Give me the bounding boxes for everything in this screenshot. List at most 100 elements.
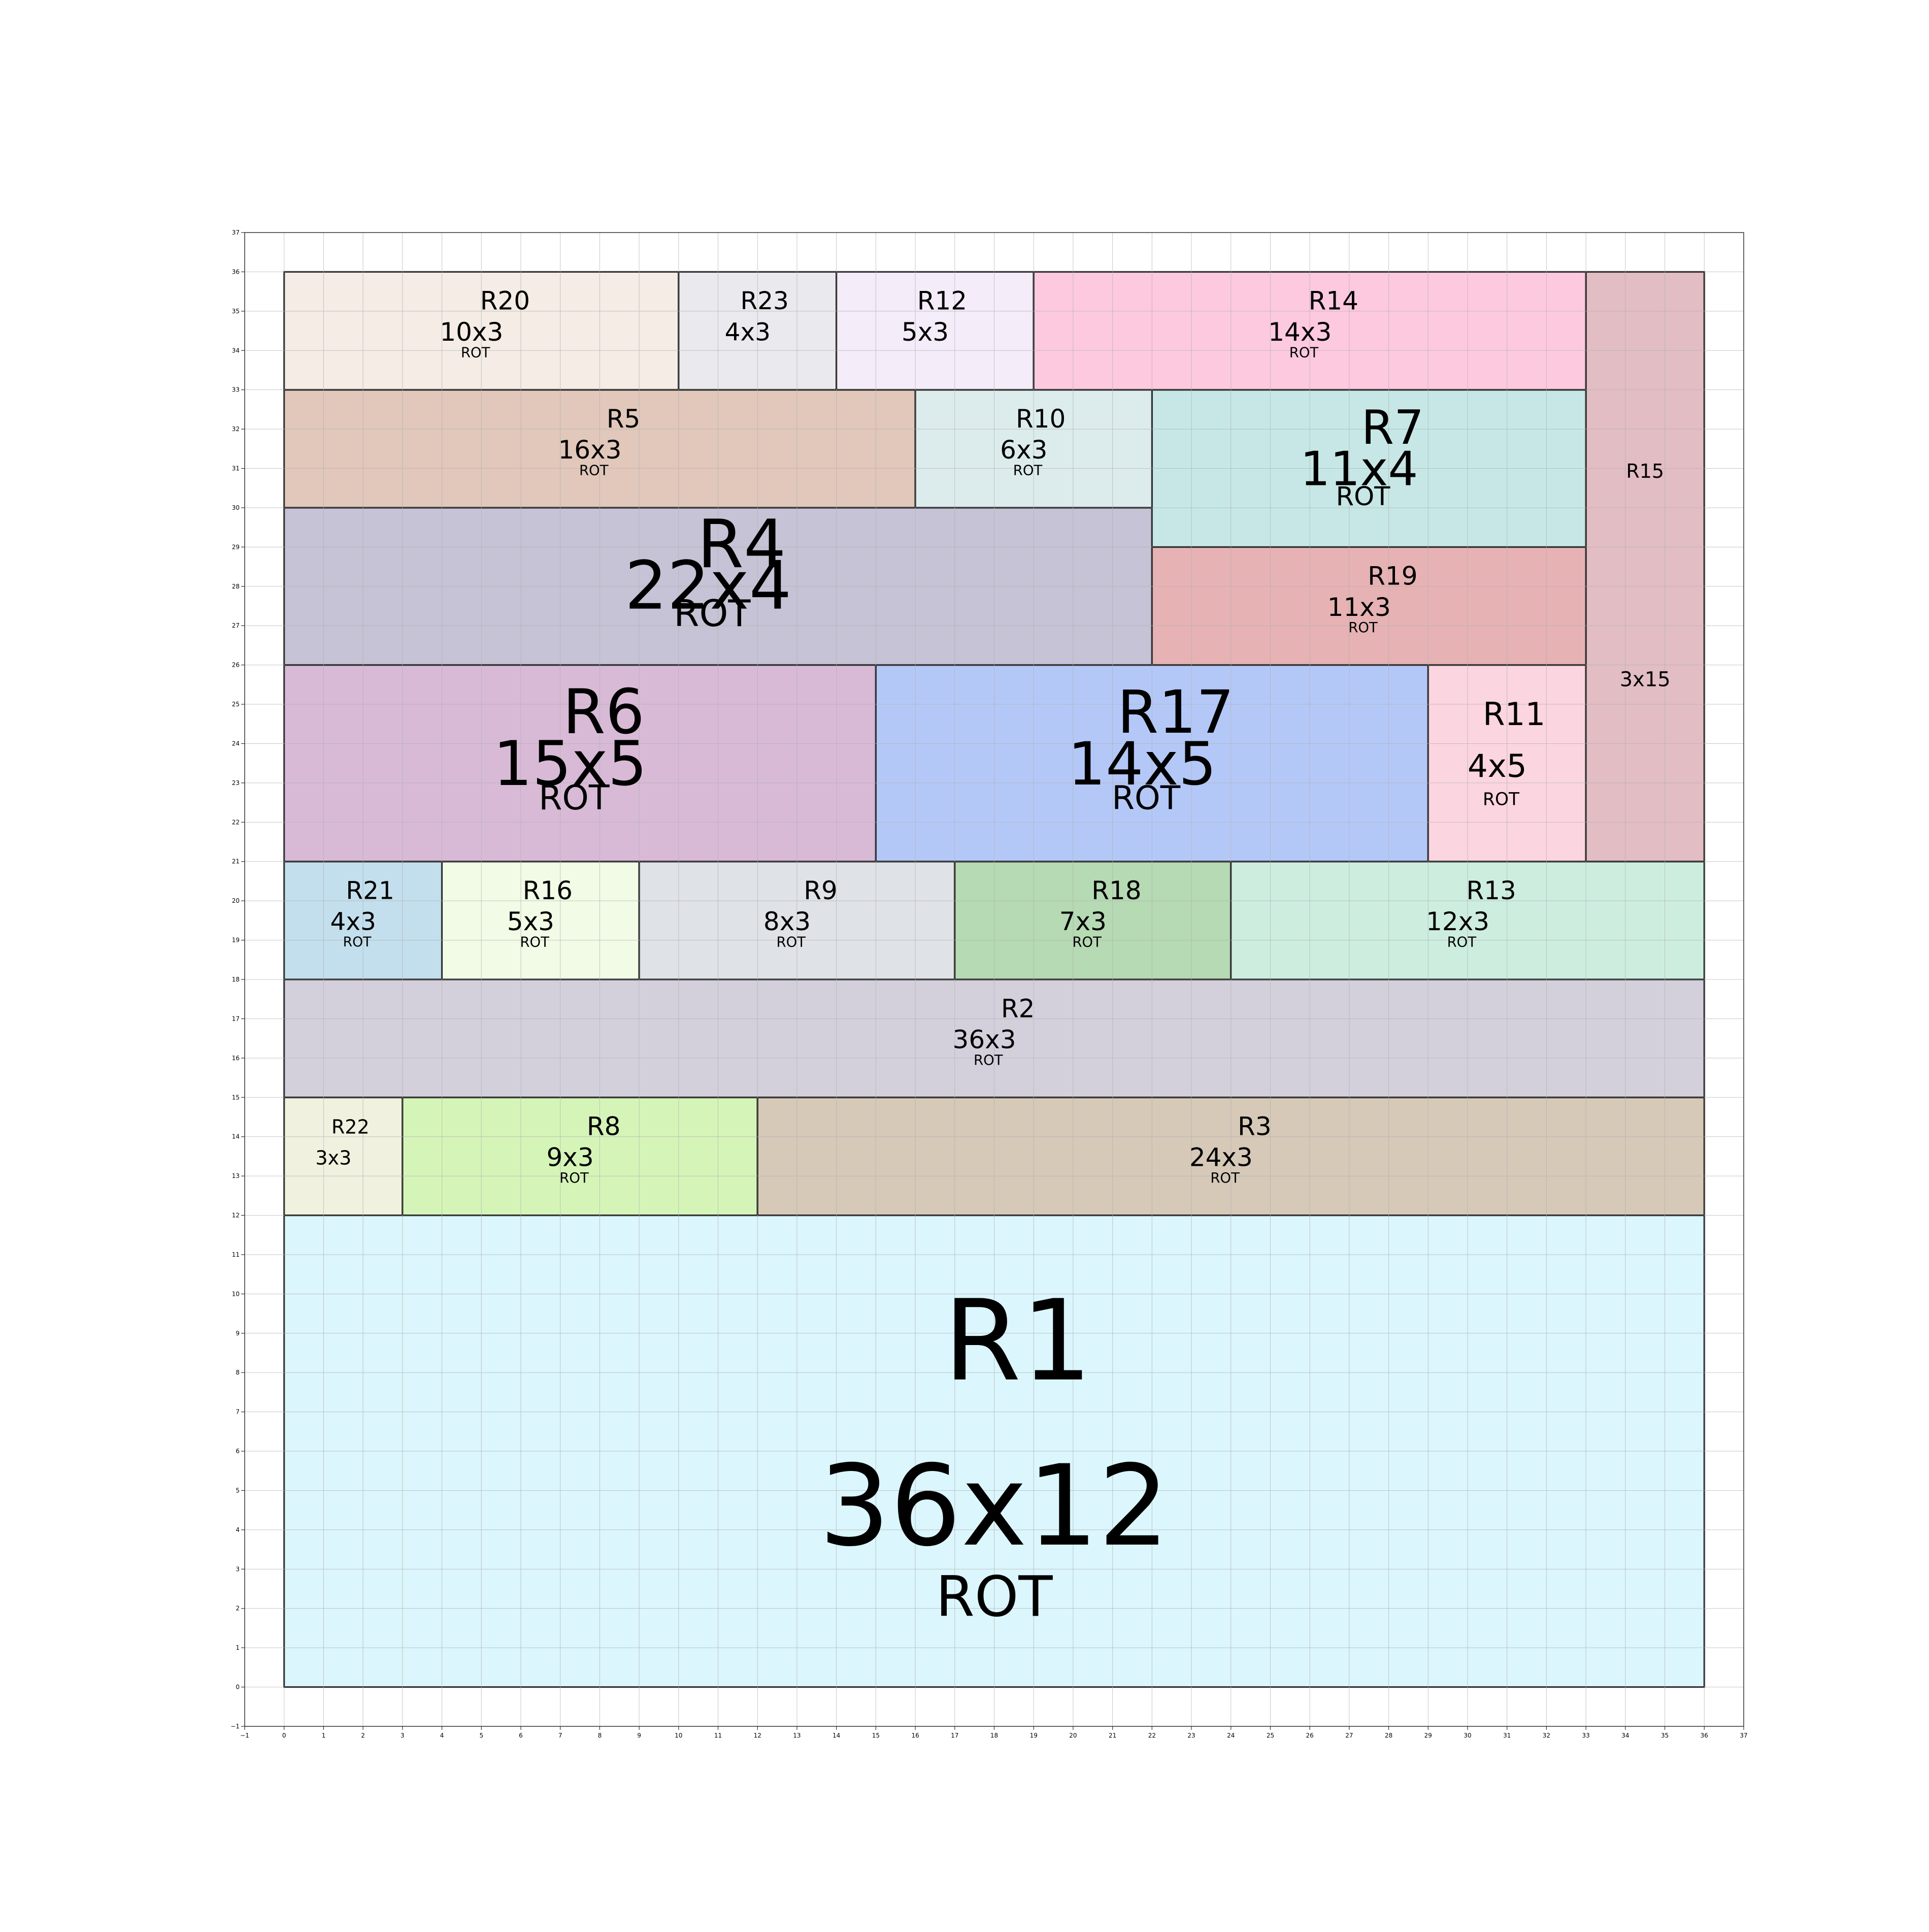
rect-r19 (1151, 546, 1587, 666)
y-tick-label: 3 (236, 1565, 240, 1573)
x-tick-label: 27 (1345, 1732, 1353, 1739)
x-tick-label: 29 (1424, 1732, 1432, 1739)
rect-r3-rot-label: ROT (1210, 1170, 1240, 1186)
x-tick-label: 2 (361, 1732, 365, 1739)
rect-r21-rot-label: ROT (343, 934, 372, 950)
labels-layer: R136x12ROTR223x3R89x3ROTR324x3ROTR236x3R… (315, 286, 1670, 1629)
rect-r4-id-label: R4 (697, 505, 786, 583)
rect-r7-id-label: R7 (1361, 400, 1424, 455)
rect-r2-rot-label: ROT (974, 1052, 1003, 1068)
rect-r21-size-label: 4x3 (330, 908, 376, 936)
rect-r8-size-label: 9x3 (547, 1143, 594, 1172)
y-tick-label: 4 (236, 1526, 240, 1533)
x-tick-label: 16 (911, 1732, 919, 1739)
rect-r6-size-label: 15x5 (493, 728, 647, 800)
rect-r15 (1585, 271, 1705, 863)
rect-r19-id-label: R19 (1368, 562, 1417, 591)
y-tick-label: 25 (232, 701, 240, 708)
rect-r23-id-label: R23 (741, 287, 789, 315)
rect-r20-rot-label: ROT (461, 344, 490, 361)
rect-r10-id-label: R10 (1016, 404, 1066, 434)
y-tick-label: 14 (232, 1133, 240, 1140)
rect-r23-size-label: 4x3 (725, 318, 771, 346)
rect-r17-size-label: 14x5 (1068, 729, 1216, 799)
rect-r9-size-label: 8x3 (763, 907, 811, 936)
y-tick-label: 13 (232, 1172, 240, 1180)
rect-r10-size-label: 6x3 (1000, 435, 1047, 465)
x-tick-label: 1 (322, 1732, 326, 1739)
rect-r13-size-label: 12x3 (1426, 907, 1489, 936)
y-tick-label: 17 (232, 1015, 240, 1022)
y-tick-label: 15 (232, 1094, 240, 1101)
rect-r20-size-label: 10x3 (440, 317, 503, 347)
rect-r1-id-label: R1 (944, 1276, 1092, 1406)
x-tick-label: 15 (872, 1732, 880, 1739)
y-tick-label: 24 (232, 740, 240, 747)
x-tick-label: 21 (1109, 1732, 1116, 1739)
rect-r17-id-label: R17 (1117, 677, 1234, 747)
y-tick-label: 18 (232, 976, 240, 983)
y-tick-label: 22 (232, 818, 240, 826)
rect-r19-size-label: 11x3 (1327, 593, 1391, 622)
y-tick-label: 7 (236, 1409, 240, 1416)
rect-r7-size-label: 11x4 (1300, 442, 1418, 497)
rect-r8 (402, 1096, 758, 1217)
rect-r12-size-label: 5x3 (902, 317, 949, 347)
rect-r15-id-label: R15 (1626, 460, 1664, 482)
y-tick-label: 26 (232, 662, 240, 669)
rect-r22-id-label: R22 (331, 1116, 370, 1138)
x-tick-label: −1 (240, 1732, 249, 1739)
rect-r18-size-label: 7x3 (1059, 907, 1107, 936)
y-tick-label: 29 (232, 543, 240, 550)
rect-r15-size-label: 3x15 (1620, 668, 1671, 692)
rect-r16-size-label: 5x3 (507, 907, 554, 936)
x-tick-label: 30 (1464, 1732, 1471, 1739)
rect-r6-rot-label: ROT (539, 778, 610, 817)
x-tick-label: 32 (1543, 1732, 1550, 1739)
rect-r16-rot-label: ROT (520, 934, 549, 951)
y-tick-label: 34 (232, 347, 240, 354)
rect-r4-size-label: 22x4 (625, 547, 791, 625)
x-tick-label: 35 (1661, 1732, 1669, 1739)
x-tick-label: 18 (990, 1732, 998, 1739)
rect-r5-size-label: 16x3 (558, 435, 621, 465)
rect-r11-id-label: R11 (1483, 696, 1545, 733)
rect-r1-size-label: 36x12 (819, 1441, 1169, 1571)
rect-r1-rot-label: ROT (936, 1564, 1053, 1629)
x-tick-label: 23 (1187, 1732, 1195, 1739)
y-tick-label: 36 (232, 268, 240, 275)
rect-r8-rot-label: ROT (559, 1170, 589, 1186)
y-tick-label: 2 (236, 1605, 240, 1612)
y-tick-label: 9 (236, 1330, 240, 1337)
x-tick-label: 7 (558, 1732, 562, 1739)
y-tick-label: 10 (232, 1290, 240, 1297)
x-tick-label: 0 (282, 1732, 286, 1739)
y-tick-label: 32 (232, 425, 240, 433)
x-tick-label: 36 (1701, 1732, 1708, 1739)
rect-r18-rot-label: ROT (1072, 934, 1102, 951)
rect-r2-size-label: 36x3 (953, 1025, 1016, 1054)
rect-r11-size-label: 4x5 (1468, 747, 1527, 784)
y-tick-label: 8 (236, 1369, 240, 1376)
x-tick-label: 5 (479, 1732, 483, 1739)
rect-r13-id-label: R13 (1466, 876, 1516, 905)
rect-r12 (836, 271, 1035, 391)
rect-r7-rot-label: ROT (1336, 482, 1391, 512)
x-tick-label: 22 (1148, 1732, 1156, 1739)
x-tick-label: 31 (1503, 1732, 1511, 1739)
rect-r18-id-label: R18 (1091, 876, 1141, 905)
rect-r20-id-label: R20 (480, 286, 530, 316)
rect-r2-id-label: R2 (1001, 994, 1035, 1023)
y-tick-label: −1 (230, 1723, 240, 1730)
y-tick-label: 21 (232, 858, 240, 865)
y-tick-label: 16 (232, 1055, 240, 1062)
x-tick-label: 4 (440, 1732, 444, 1739)
x-tick-label: 11 (714, 1732, 722, 1739)
rect-r11-rot-label: ROT (1483, 790, 1520, 810)
x-tick-label: 9 (637, 1732, 641, 1739)
rect-r5-id-label: R5 (607, 404, 641, 434)
rect-r4-rot-label: ROT (674, 593, 751, 635)
y-tick-label: 37 (232, 229, 240, 236)
x-tick-label: 8 (598, 1732, 602, 1739)
